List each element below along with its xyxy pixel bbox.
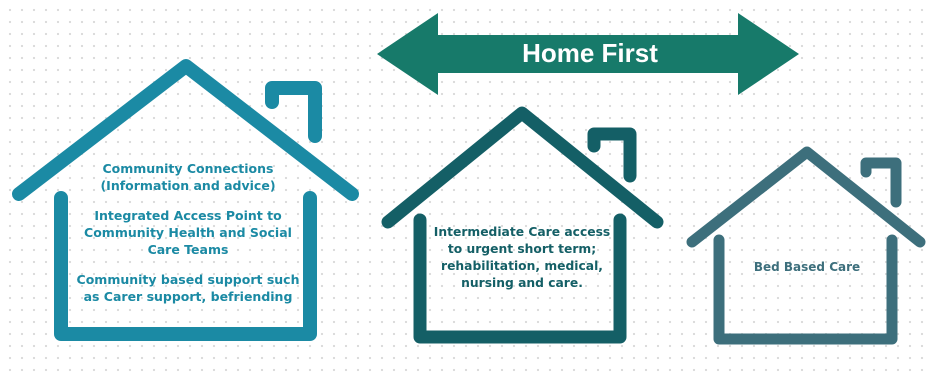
house-chimney [265, 81, 322, 143]
intermediate-care-text: Intermediate Care access to urgent short… [433, 225, 611, 290]
bed-based-care-text: Bed Based Care [753, 260, 861, 274]
double-arrow-shape [377, 13, 799, 95]
house-roof [381, 106, 664, 229]
community-text: Community Connections (Information and a… [70, 160, 306, 305]
house-chimney [587, 127, 637, 183]
house-walls [54, 191, 317, 341]
house-walls [413, 213, 627, 344]
community-support-text: Community based support such as Carer su… [76, 272, 300, 304]
community-connections-text: Community Connections (Information and a… [100, 161, 276, 193]
arrow-label: Home First [522, 38, 658, 68]
house-walls [713, 234, 898, 345]
house-roof [686, 146, 926, 248]
integrated-access-text: Integrated Access Point to Community Hea… [84, 208, 292, 257]
house-roof [12, 59, 359, 201]
house-chimney [860, 157, 902, 208]
